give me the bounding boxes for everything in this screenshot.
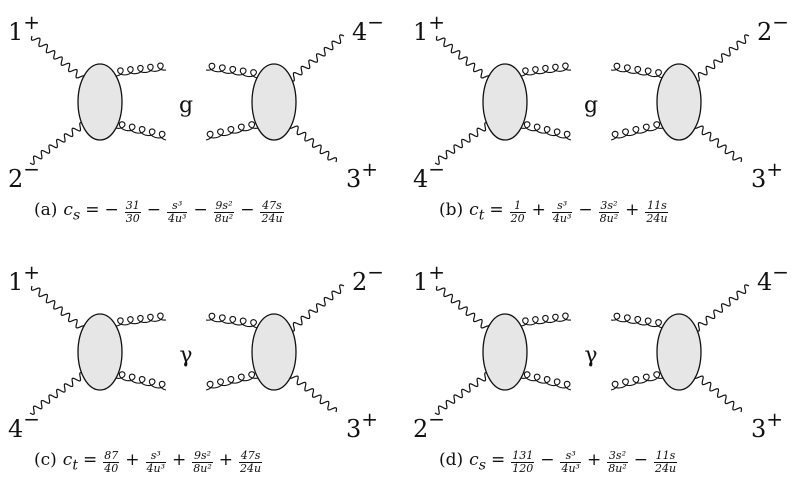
- leg-label-top-left: 1+: [8, 260, 40, 296]
- gluon-line-left-bottom: [520, 121, 572, 141]
- photon-line-top-right: [289, 34, 345, 82]
- leg-label-bottom-right: 3+: [346, 157, 378, 193]
- photon-line-bottom-left: [434, 372, 490, 415]
- photon-line-top-right: [289, 284, 345, 332]
- photon-line-bottom-left: [29, 122, 85, 165]
- gluon-line-right-bottom: [205, 371, 259, 391]
- gluon-line-right-bottom: [610, 121, 664, 141]
- photon-line-bottom-right: [288, 373, 338, 413]
- photon-line-bottom-right: [288, 123, 338, 163]
- blob-right: [656, 63, 702, 141]
- blob-left: [482, 313, 528, 391]
- gluon-line-left-top: [115, 312, 167, 327]
- gluon-line-left-top: [520, 62, 572, 77]
- leg-label-bottom-right: 3+: [751, 157, 783, 193]
- blob-right: [656, 313, 702, 391]
- leg-label-bottom-left: 2−: [8, 157, 40, 193]
- gluon-line-right-bottom: [610, 371, 664, 391]
- blob-right: [251, 63, 297, 141]
- leg-label-top-left: 1+: [8, 10, 40, 46]
- exchanged-particle-label: g: [179, 93, 193, 118]
- leg-label-bottom-left: 4−: [413, 157, 445, 193]
- photon-line-top-left: [435, 35, 491, 81]
- gluon-line-left-top: [520, 312, 572, 327]
- gluon-line-left-bottom: [115, 121, 167, 141]
- caption-tag: (d): [439, 450, 464, 470]
- photon-line-top-right: [694, 34, 750, 82]
- exchanged-particle-label: γ: [179, 343, 192, 368]
- panel-d: γ 1+ 2− 4− 3+: [413, 260, 789, 443]
- photon-line-bottom-right: [693, 123, 743, 163]
- exchanged-particle-label: γ: [584, 343, 597, 368]
- gluon-line-right-top: [610, 312, 664, 329]
- panel-c: γ 1+ 4− 2− 3+: [8, 260, 384, 443]
- coefficient-symbol: cs: [469, 450, 486, 474]
- leg-label-bottom-left: 4−: [8, 407, 40, 443]
- gluon-line-right-top: [205, 312, 259, 329]
- photon-line-top-left: [30, 285, 86, 331]
- coefficient-symbol: ct: [469, 200, 485, 224]
- blob-right: [251, 313, 297, 391]
- caption-tag: (b): [439, 200, 464, 220]
- leg-label-bottom-right: 3+: [751, 407, 783, 443]
- gluon-line-left-bottom: [520, 371, 572, 391]
- exchanged-particle-label: g: [584, 93, 598, 118]
- photon-line-top-left: [30, 35, 86, 81]
- leg-label-top-left: 1+: [413, 10, 445, 46]
- leg-label-bottom-left: 2−: [413, 407, 445, 443]
- gluon-line-right-bottom: [205, 121, 259, 141]
- leg-label-top-right: 2−: [757, 10, 789, 46]
- photon-line-bottom-left: [29, 372, 85, 415]
- gluon-line-right-top: [610, 62, 664, 79]
- photon-line-bottom-left: [434, 122, 490, 165]
- blob-left: [482, 63, 528, 141]
- panel-a: g 1+ 2− 4− 3+: [8, 10, 384, 193]
- leg-label-top-left: 1+: [413, 260, 445, 296]
- photon-line-top-right: [694, 284, 750, 332]
- photon-line-top-left: [435, 285, 491, 331]
- caption-tag: (a): [34, 200, 58, 220]
- leg-label-bottom-right: 3+: [346, 407, 378, 443]
- photon-line-bottom-right: [693, 373, 743, 413]
- coefficient-symbol: ct: [62, 450, 79, 474]
- coefficient-symbol: cs: [63, 200, 81, 224]
- gluon-line-right-top: [205, 62, 259, 79]
- blob-left: [77, 313, 123, 391]
- gluon-line-left-top: [115, 62, 167, 77]
- gluon-line-left-bottom: [115, 371, 167, 391]
- blob-left: [77, 63, 123, 141]
- panel-b: g 1+ 4− 2− 3+: [413, 10, 789, 193]
- leg-label-top-right: 4−: [352, 10, 384, 46]
- leg-label-top-right: 4−: [757, 260, 789, 296]
- leg-label-top-right: 2−: [352, 260, 384, 296]
- caption-tag: (c): [34, 450, 57, 470]
